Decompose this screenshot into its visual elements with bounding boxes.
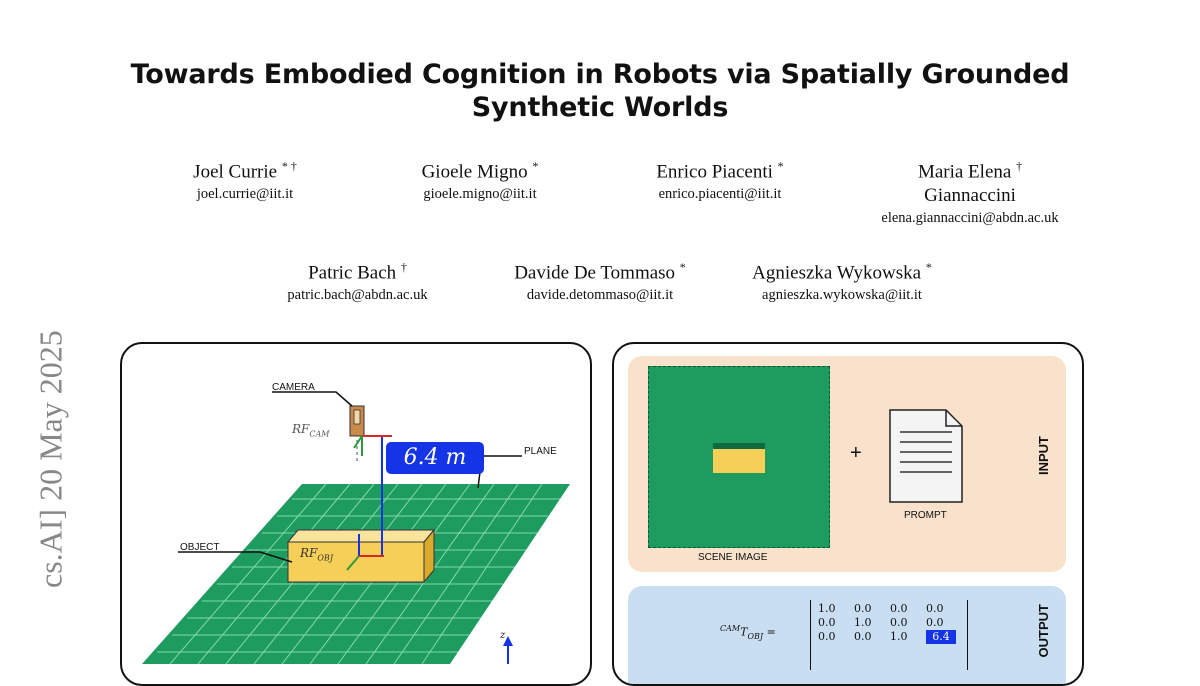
author-5: Patric Bach † patric.bach@abdn.ac.uk: [250, 255, 465, 305]
plus-sign: +: [850, 442, 862, 464]
input-box: SCENE IMAGE + PROMPT INPUT: [628, 356, 1066, 572]
author-email[interactable]: elena.giannaccini@abdn.ac.uk: [881, 210, 1059, 227]
world-z-label: z: [500, 630, 506, 641]
author-4: Maria Elena † Giannaccini elena.giannacc…: [850, 154, 1090, 228]
paper-title: Towards Embodied Cognition in Robots via…: [100, 58, 1100, 124]
author-email[interactable]: davide.detommaso@iit.it: [526, 287, 674, 304]
output-section-label: OUTPUT: [1036, 604, 1051, 658]
plane-leader: [477, 455, 522, 489]
camera-leader: [272, 391, 353, 407]
author-3: Enrico Piacenti * enrico.piacenti@iit.it: [615, 154, 825, 204]
plane-label: PLANE: [524, 446, 557, 457]
author-email[interactable]: patric.bach@abdn.ac.uk: [287, 287, 428, 304]
prompt-document-icon: [889, 409, 963, 503]
title-line-1: Towards Embodied Cognition in Robots via…: [130, 59, 1070, 90]
figure-right-panel: SCENE IMAGE + PROMPT INPUT CAMTOBJ = 1.0…: [612, 342, 1084, 686]
author-marks: *: [532, 159, 539, 173]
distance-badge: 6.4 m: [386, 442, 484, 474]
scene-image: [648, 366, 830, 548]
author-1: Joel Currie * † joel.currie@iit.it: [150, 154, 340, 204]
matrix-highlight: 6.4: [926, 630, 956, 644]
rf-obj-label: RFOBJ: [300, 546, 334, 563]
author-2: Gioele Migno * gioele.migno@iit.it: [380, 154, 580, 204]
author-email[interactable]: agnieszka.wykowska@iit.it: [762, 287, 922, 304]
prompt-label: PROMPT: [904, 510, 947, 521]
author-name: Patric Bach: [308, 262, 397, 284]
author-6: Davide De Tommaso * davide.detommaso@iit…: [485, 255, 715, 305]
author-marks: * †: [281, 159, 297, 173]
author-name-cont: Giannaccini: [924, 185, 1016, 207]
author-email[interactable]: joel.currie@iit.it: [196, 186, 294, 203]
object-top: [286, 529, 436, 543]
author-name: Maria Elena: [917, 161, 1012, 183]
camera-lens: [353, 409, 361, 425]
object-label: OBJECT: [180, 542, 220, 553]
matrix-brackets: [810, 600, 968, 670]
author-marks: *: [925, 260, 932, 274]
scene-object-shadow: [713, 443, 765, 449]
author-marks: *: [679, 260, 686, 274]
scene-image-label: SCENE IMAGE: [698, 552, 768, 563]
author-email[interactable]: gioele.migno@iit.it: [423, 186, 537, 203]
obj-y-axis: [346, 555, 360, 571]
object-front: [287, 541, 425, 583]
scene-object: [713, 449, 765, 473]
arxiv-stamp: cs.AI] 20 May 2025: [32, 330, 69, 588]
rf-cam-label: RFCAM: [292, 422, 330, 439]
author-marks: *: [777, 159, 784, 173]
world-z-arrowhead: [503, 636, 513, 646]
author-marks: †: [1016, 159, 1023, 173]
input-section-label: INPUT: [1036, 436, 1051, 475]
author-marks: †: [400, 260, 407, 274]
scene-diagram: [142, 391, 570, 665]
author-7: Agnieszka Wykowska * agnieszka.wykowska@…: [722, 255, 962, 305]
object-leader: [178, 551, 293, 563]
camera-label: CAMERA: [272, 382, 315, 393]
author-name: Enrico Piacenti: [656, 161, 773, 183]
author-name: Gioele Migno: [421, 161, 528, 183]
author-email[interactable]: enrico.piacenti@iit.it: [658, 186, 782, 203]
matrix-lhs: CAMTOBJ =: [720, 624, 776, 641]
author-name: Davide De Tommaso: [514, 262, 676, 284]
author-name: Agnieszka Wykowska: [752, 262, 922, 284]
cam-y-axis: [353, 435, 363, 449]
figure-left-panel: CAMERA PLANE OBJECT RFCAM RFOBJ 6.4 m z: [120, 342, 592, 686]
title-line-2: Synthetic Worlds: [471, 92, 729, 123]
author-name: Joel Currie: [193, 161, 278, 183]
